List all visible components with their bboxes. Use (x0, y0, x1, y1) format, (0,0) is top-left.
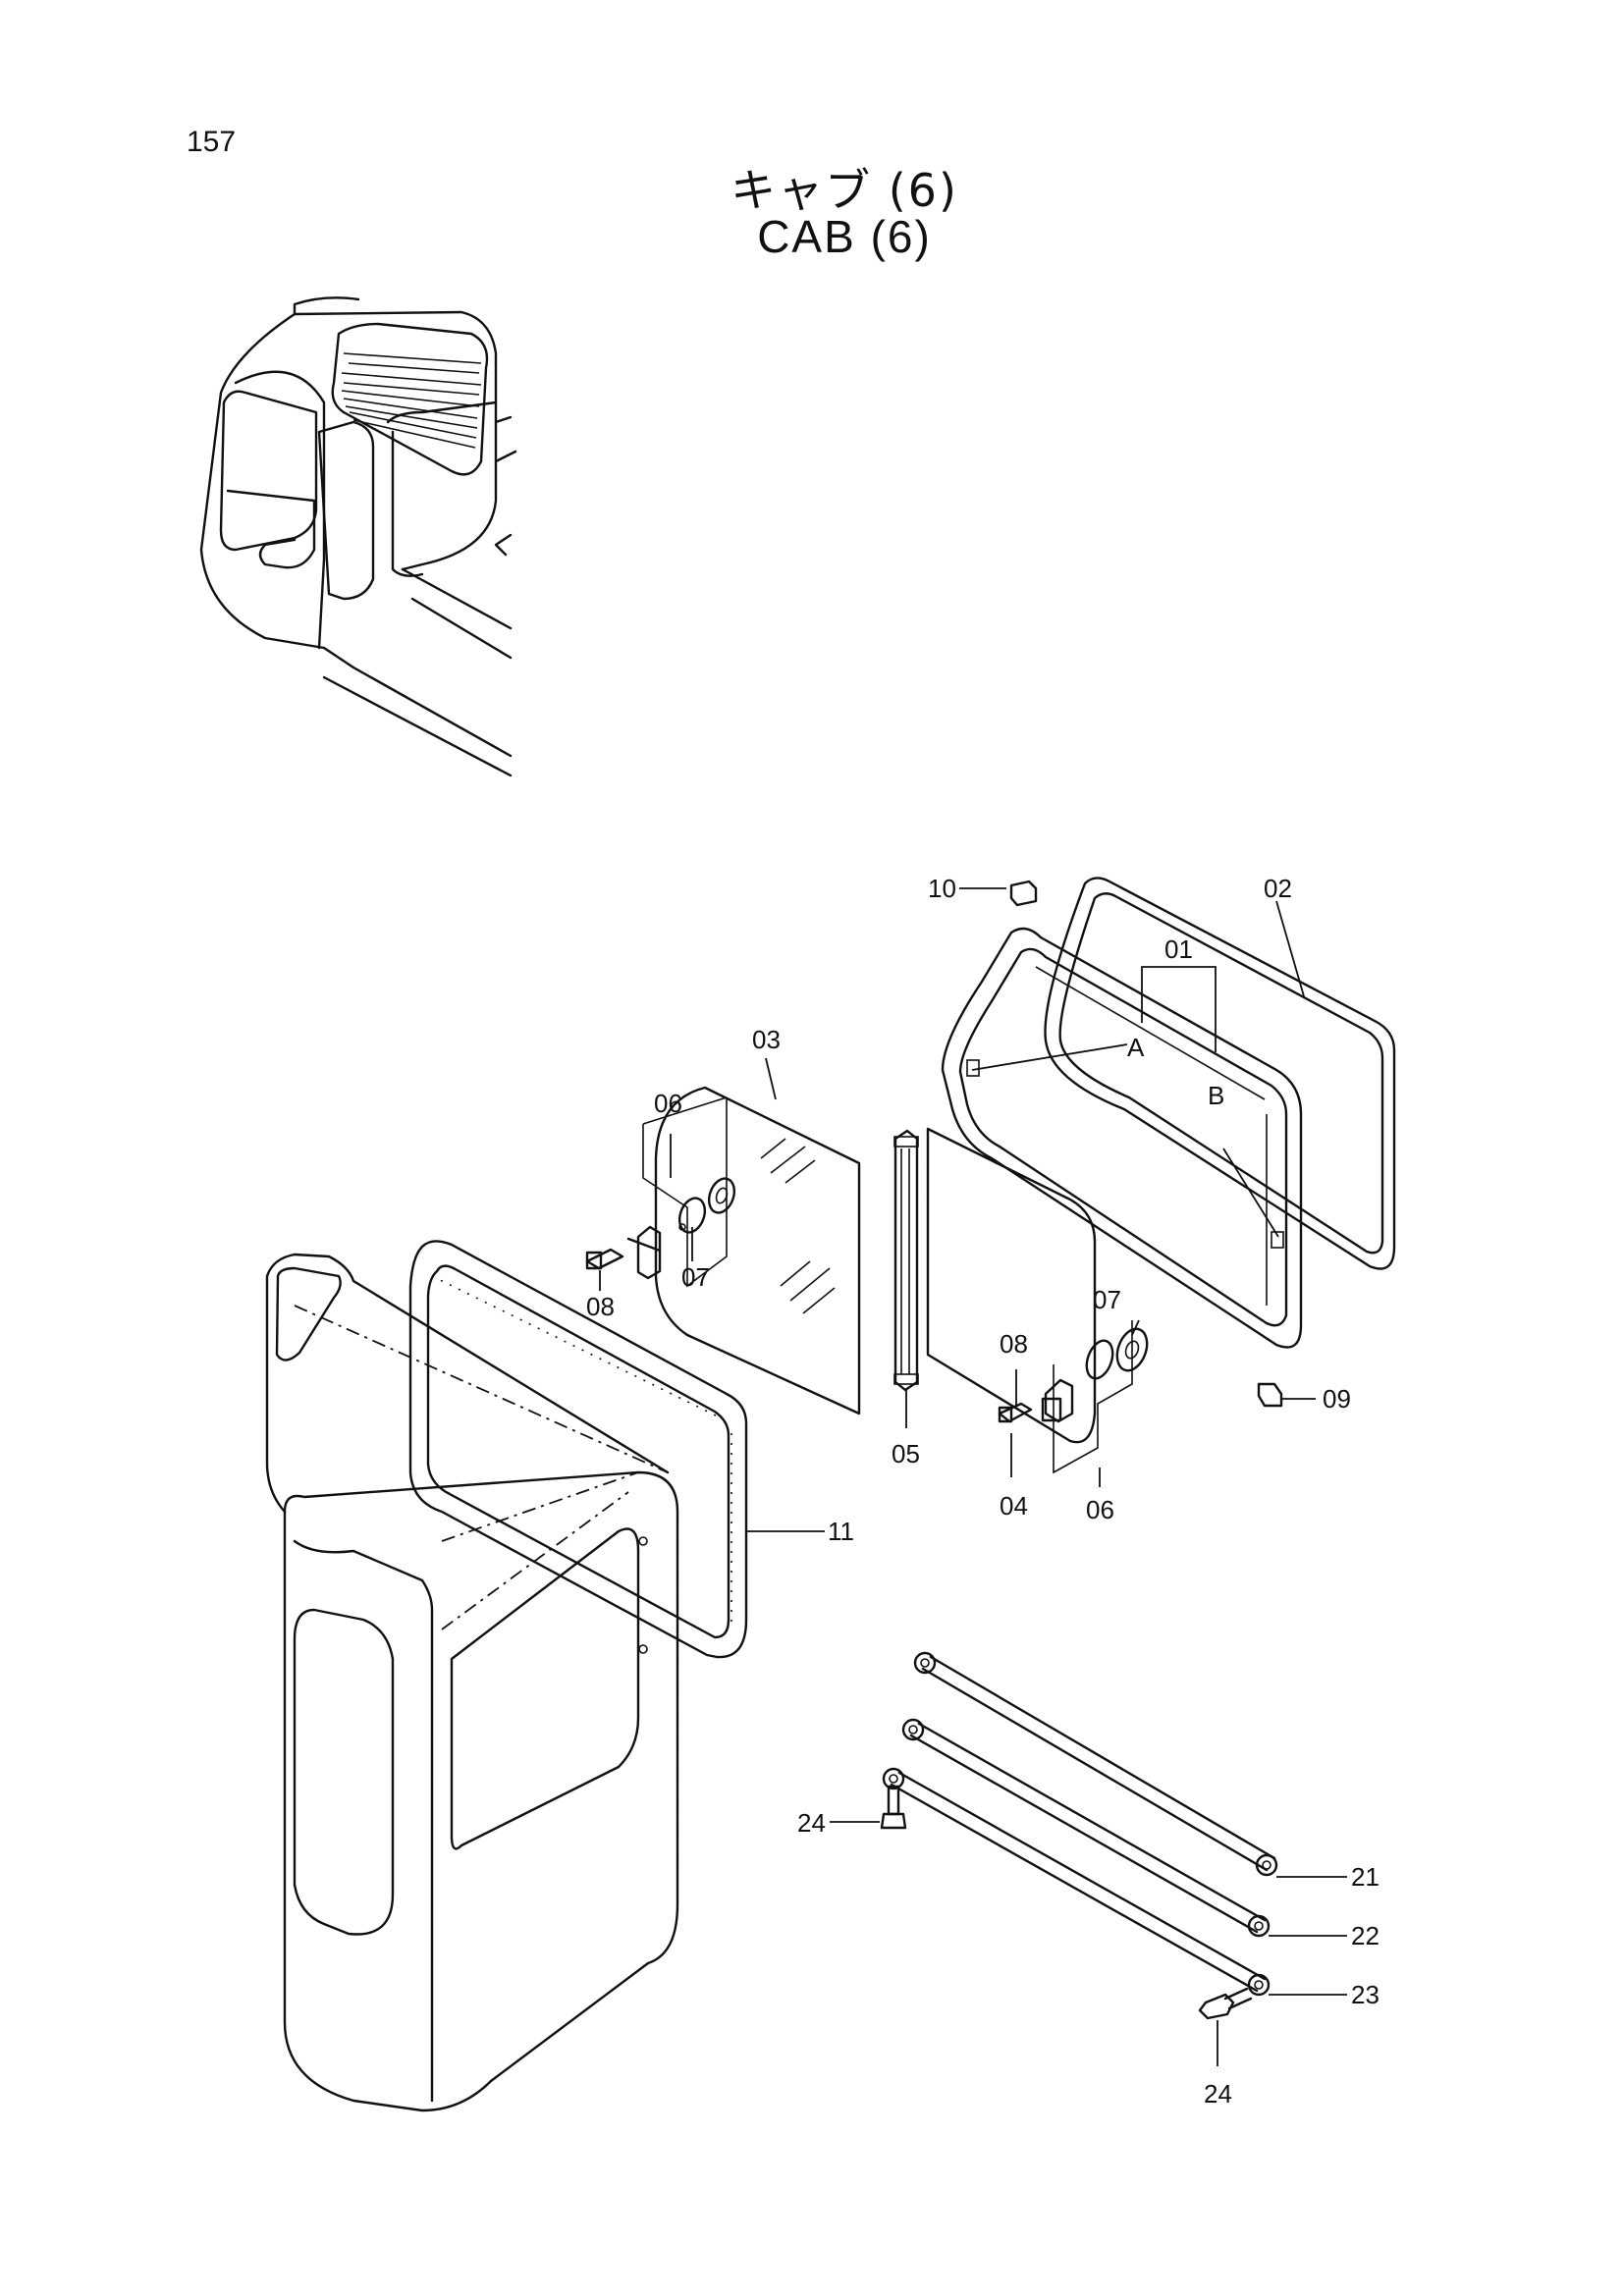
callout-24-lower: 24 (1204, 2079, 1232, 2109)
bolt-24-upper (880, 1785, 907, 1830)
callout-10: 10 (928, 874, 956, 903)
rubber-channel-05 (893, 1129, 919, 1392)
stopper-10 (1009, 880, 1038, 907)
latch-assembly-upper (585, 1096, 736, 1288)
callout-07-upper: 07 (681, 1262, 710, 1292)
seal-02 (1044, 877, 1396, 1270)
callout-24-upper: 24 (797, 1808, 826, 1838)
stopper-09 (1257, 1382, 1283, 1408)
callout-06-lower: 06 (1086, 1495, 1114, 1524)
glass-panel-03 (654, 1086, 861, 1415)
point-a-label: A (1127, 1033, 1145, 1062)
callout-23: 23 (1351, 1980, 1380, 2009)
cab-overview-illustration (199, 296, 517, 777)
callout-labels: 01 02 03 04 05 06 06 07 07 08 08 09 10 1… (586, 874, 1380, 2109)
callout-05: 05 (892, 1439, 920, 1468)
bars-21-22-23 (882, 1651, 1278, 1997)
callout-leaders (599, 887, 1347, 2066)
page-title-japanese: キャブ (6) (730, 164, 958, 217)
callout-11: 11 (828, 1517, 854, 1546)
latch-assembly-lower (998, 1320, 1149, 1474)
callout-08-lower: 08 (1000, 1329, 1028, 1359)
callout-21: 21 (1351, 1862, 1380, 1892)
cab-body-illustration (265, 1253, 679, 2112)
callout-22: 22 (1351, 1921, 1380, 1950)
callout-08-upper: 08 (586, 1292, 615, 1321)
page-title-english: CAB (6) (757, 211, 932, 262)
callout-06-upper: 06 (654, 1089, 682, 1118)
page-number: 157 (187, 126, 237, 158)
roof-grille (331, 322, 489, 476)
callout-02: 02 (1264, 874, 1292, 903)
callout-03: 03 (752, 1025, 781, 1054)
callout-07-lower: 07 (1093, 1285, 1121, 1314)
window-frame-01 (941, 927, 1303, 1349)
window-seal-11 (408, 1240, 748, 1659)
point-b-label: B (1208, 1081, 1224, 1110)
callout-04: 04 (1000, 1491, 1028, 1521)
bolt-24-lower (1198, 1987, 1253, 2020)
callout-09: 09 (1323, 1384, 1351, 1414)
callout-01: 01 (1164, 934, 1193, 964)
sliding-glass-04 (926, 1127, 1097, 1444)
